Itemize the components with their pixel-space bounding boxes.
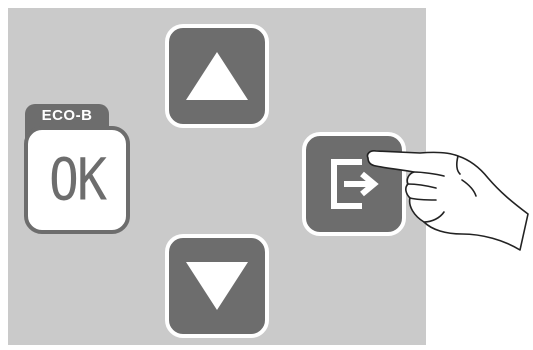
triangle-up-icon: [182, 46, 252, 106]
down-button[interactable]: [165, 234, 269, 338]
ok-button-label: OK: [49, 151, 105, 209]
pointing-hand-icon: [362, 144, 533, 254]
triangle-down-icon: [182, 256, 252, 316]
up-button[interactable]: [165, 24, 269, 128]
ok-button[interactable]: OK: [24, 126, 130, 234]
